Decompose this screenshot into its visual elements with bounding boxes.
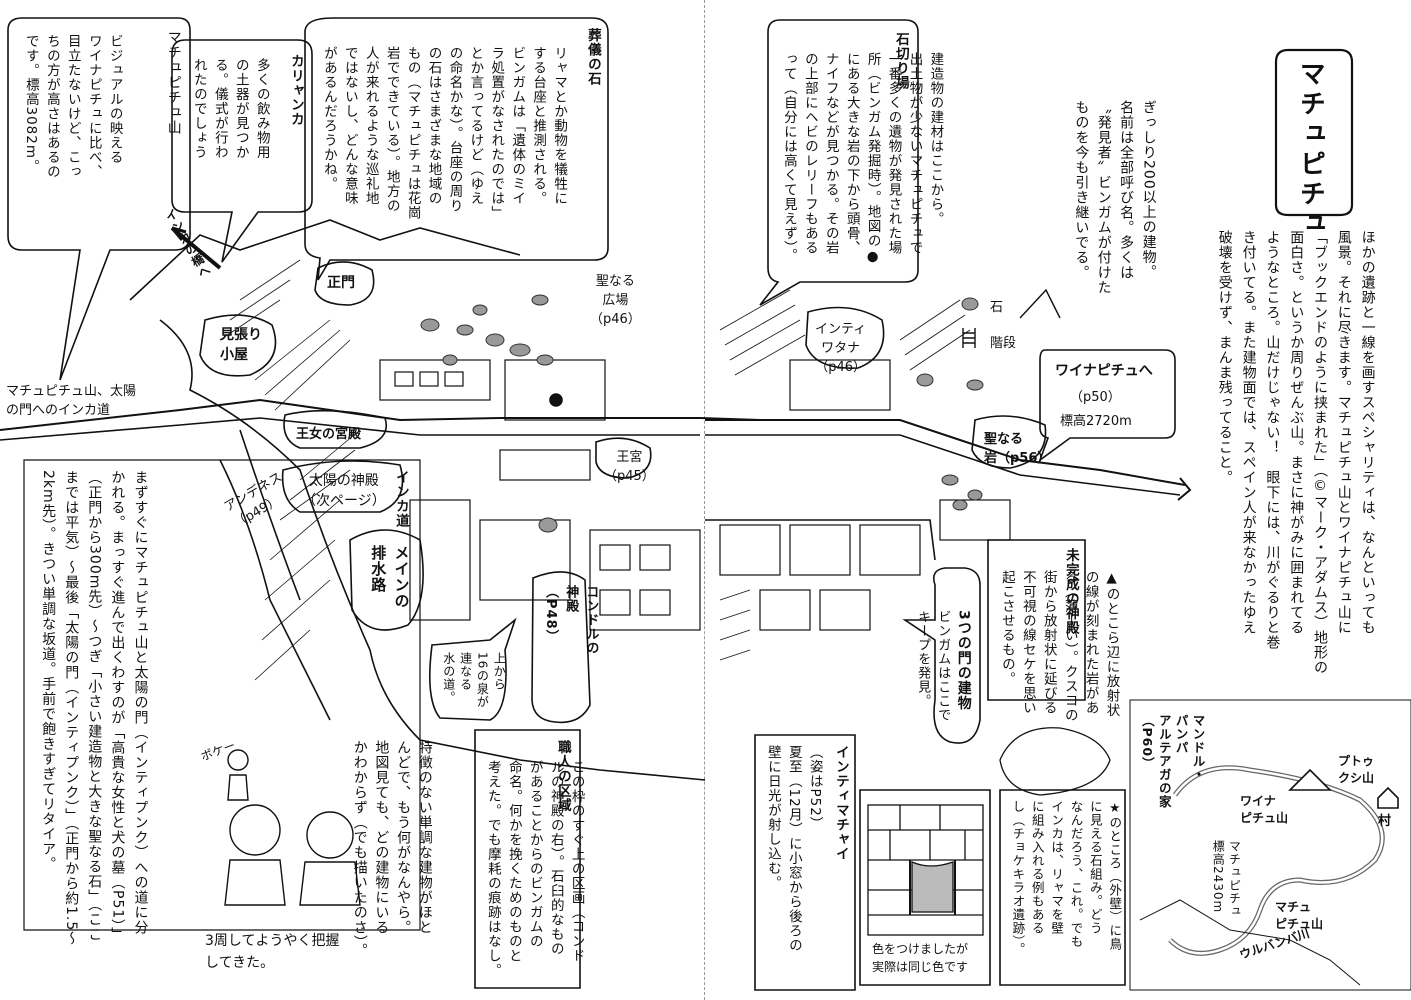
box-star bbox=[999, 789, 1126, 986]
masonry-drawing bbox=[867, 804, 984, 936]
bubble-funeral-stone bbox=[304, 17, 609, 281]
box-inca-road bbox=[23, 459, 421, 931]
quarry-text: 建造物の建材はここから。 出土物が少ないマチュピチュで 一番多くの遺物が発見され… bbox=[780, 52, 944, 266]
funeral-stone-title: 葬儀の石 bbox=[584, 28, 601, 86]
box-unfinished bbox=[987, 539, 1086, 701]
label-condor-temple: コンドルの 神殿 （P48） bbox=[543, 585, 599, 655]
bubble-condor bbox=[531, 571, 591, 724]
inca-road-title: インカ道 bbox=[392, 470, 409, 528]
bubble-main-gate bbox=[314, 261, 375, 306]
unfinished-title: 未完成の神殿 bbox=[1062, 548, 1079, 635]
machupicchu-mountain-title: マチュピチュ山 bbox=[165, 30, 182, 135]
label-sun-temple: 太陽の神殿 （次ページ） bbox=[302, 473, 386, 509]
label-machu-mt: マチュ ピチュ山 bbox=[1275, 900, 1324, 931]
featureless-text: 特徴のない単調な建物がほと んどで、もう何がなんやら。 地図見ても、どの建物にい… bbox=[351, 740, 433, 958]
label-huayna-page: （p50） bbox=[1070, 390, 1121, 405]
label-sixteen-fountains: 上から 16の泉が 連なる 水の道。 bbox=[441, 652, 507, 709]
bubble-huayna bbox=[1038, 349, 1176, 463]
bubble-fountains bbox=[428, 617, 517, 721]
intimachay-title: インティマチャイ bbox=[832, 745, 849, 861]
intimachay-text: （姿はP52） 夏至（12月）に小窓から後ろの 壁に日光が射し込む。 bbox=[764, 745, 823, 953]
legend-stairs-icon bbox=[962, 328, 976, 348]
box-inset-map bbox=[1129, 699, 1411, 991]
bubble-intiwatana bbox=[805, 306, 885, 369]
label-mandor: マンドル・ パンパ アルテアガの家 （P60） bbox=[1139, 714, 1206, 809]
label-huayna-alt: 標高2720m bbox=[1060, 414, 1132, 429]
label-huayna-title: ワイナピチュへ bbox=[1055, 363, 1153, 379]
artisans-text: この枠のすぐ上の区画（コンド ルの神殿の右）。石臼的なもの があることからのビン… bbox=[484, 760, 585, 978]
bubble-princess-palace bbox=[283, 409, 387, 449]
intro-text: ほかの遺跡と一線を画すスペシャリティは、なんといっても 風景。それに尽きます。マ… bbox=[1216, 230, 1376, 675]
artisans-title: 職人の区域 bbox=[554, 740, 571, 813]
kallanka-text: 多くの飲み物用 の土器が見つか る。儀式が行わ れたのでしょう bbox=[190, 58, 270, 160]
label-guard-hut: 見張り 小屋 bbox=[220, 327, 262, 363]
color-note: 色をつけましたが 実際は同じ色です bbox=[872, 942, 969, 974]
funeral-stone-text: リャマとか動物を犠牲に する台座と推測される。 ビンガムは「遺体のミイ ラ処置が… bbox=[320, 46, 568, 220]
label-main-gate: 正門 bbox=[327, 275, 355, 291]
legend-stairs-label: 階段 bbox=[990, 336, 1017, 351]
unfinished-text: ▲のとこら辺に放射状 の線が刻まれた岩があ る（薄ーい）。クスコの 街から放射状… bbox=[998, 570, 1120, 723]
page-title: マチュピチュ bbox=[1295, 60, 1326, 240]
label-royal-palace: 王宮 （p45） bbox=[604, 450, 655, 484]
three-doors-text: ビンガムはここで キープを発見。 bbox=[915, 610, 951, 722]
bubble-three-doors bbox=[902, 567, 981, 744]
legend-stone-label: 石 bbox=[990, 300, 1004, 315]
label-inca-trail: マチュピチュ山、太陽 の門へのインカ道 bbox=[6, 384, 137, 418]
inca-bridge-arrow bbox=[170, 226, 222, 270]
label-village: 村 bbox=[1378, 814, 1392, 829]
box-intimachay bbox=[754, 734, 856, 991]
label-princess-palace: 王女の宮殿 bbox=[296, 427, 362, 442]
star-note: ★のところ（外壁）に鳥 に見える石組み。どう なんだろう、これ。でも インカは、… bbox=[1010, 800, 1123, 956]
inca-trail-road bbox=[0, 398, 761, 431]
label-main-drain: メインの 排水路 bbox=[369, 545, 411, 609]
rock-drawing bbox=[999, 727, 1111, 796]
label-machu-alt: マチュピチュ 標高2430m bbox=[1211, 840, 1242, 918]
label-sacred-plaza: 聖なる 広場 （p46） bbox=[590, 274, 641, 327]
box-color bbox=[859, 789, 991, 986]
machupicchu-mountain-text: ビジュアルの映える ワイナピチュに比べ、 目立たないけど、こっ ちの方が高さはあ… bbox=[22, 34, 123, 179]
box-artisans bbox=[474, 729, 581, 989]
bubble-kallanka bbox=[171, 39, 313, 263]
three-doors-title: 3つの門の建物 bbox=[955, 610, 972, 711]
village-icon bbox=[1377, 786, 1399, 809]
label-putukusi: プトゥ クシ山 bbox=[1338, 754, 1375, 785]
quarry-title: 石切り場 bbox=[892, 32, 909, 90]
bubble-guard-hut bbox=[199, 314, 277, 377]
label-sacred-rock: 聖なる 岩（p56） bbox=[984, 432, 1051, 466]
cartoon-figures bbox=[224, 749, 361, 906]
buildings-note: ぎっしり200以上の建物。 名前は全部呼び名。多くは 〝発見者〟ビンガムが付けた… bbox=[1073, 100, 1157, 295]
bubble-quarry bbox=[759, 19, 919, 306]
bubble-royal-palace bbox=[595, 437, 652, 479]
legend-stone-icon bbox=[961, 297, 979, 311]
inca-road-text: まずすぐにマチュピチュ山と太陽の門（インティプンク）への道に分 かれる。まっすぐ… bbox=[40, 470, 149, 947]
bubble-sun-temple bbox=[281, 460, 404, 513]
bubble-main-drain bbox=[349, 529, 424, 631]
compass bbox=[1019, 288, 1061, 319]
page-fold bbox=[704, 0, 705, 1000]
cartoon-caption: 3周してようやく把握 してきた。 bbox=[205, 933, 340, 972]
label-huayna-mt: ワイナ ピチュ山 bbox=[1240, 794, 1289, 825]
kallanka-title: カリャンカ bbox=[287, 54, 304, 127]
title-box bbox=[1274, 48, 1354, 217]
label-intiwatana: インティ ワタナ （p46） bbox=[815, 322, 867, 375]
bubble-machupicchu-mountain bbox=[7, 17, 191, 381]
